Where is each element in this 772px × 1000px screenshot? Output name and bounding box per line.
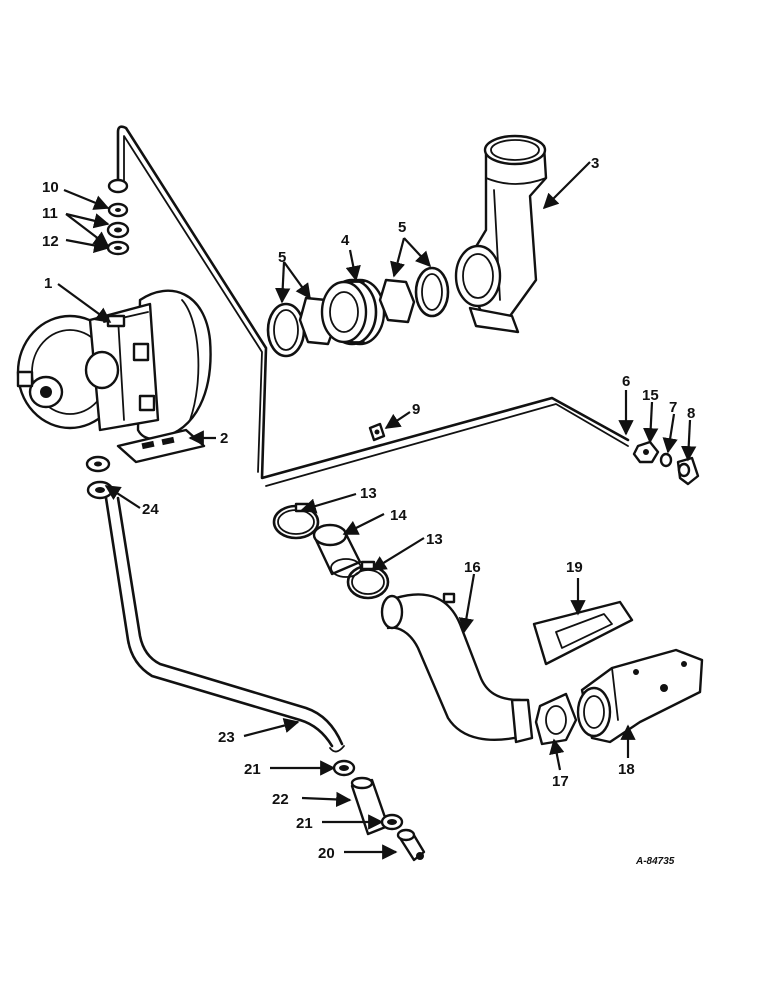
turbine-gasket: [116, 428, 206, 464]
callout-labels: 1 2 3 4 5 5 6 7 8 9 10 11 12 13 13 14 15…: [42, 155, 695, 867]
callout-22: 22: [272, 791, 289, 808]
callout-24: 24: [142, 501, 159, 518]
callout-13-lower: 13: [426, 531, 443, 548]
snap-ring-right: [414, 266, 450, 318]
snap-ring-left: [266, 302, 306, 358]
seal-ring-right: [378, 278, 416, 324]
fitting-elbow: [676, 456, 700, 486]
manifold-adapter: [576, 648, 704, 744]
callout-20: 20: [318, 845, 335, 862]
hose-clamp-13-lower: [346, 560, 390, 600]
callout-4: 4: [341, 232, 350, 249]
intake-tube: [380, 592, 534, 744]
clip-bracket: [368, 422, 386, 442]
callout-5-left: 5: [278, 249, 286, 266]
callout-6: 6: [622, 373, 630, 390]
washer-11: [106, 221, 130, 239]
callout-18: 18: [618, 761, 635, 778]
callout-10: 10: [42, 179, 59, 196]
callout-19: 19: [566, 559, 583, 576]
callout-15: 15: [642, 387, 659, 404]
reference-code: A-84735: [635, 856, 675, 867]
callout-23: 23: [218, 729, 235, 746]
drain-gasket: [85, 455, 111, 473]
manifold-gasket: [534, 692, 578, 746]
elbow-fitting: [396, 828, 426, 862]
sleeve: [320, 278, 386, 346]
callout-11: 11: [42, 205, 58, 222]
callout-2: 2: [220, 430, 228, 447]
callout-8: 8: [687, 405, 695, 422]
callout-21-lower: 21: [296, 815, 313, 832]
washer-12: [106, 240, 130, 256]
callout-1: 1: [44, 275, 52, 292]
cover-gasket: [532, 600, 634, 666]
callout-9: 9: [412, 401, 420, 418]
hose-clamp-lower: [380, 813, 404, 831]
hose-clamp-13-upper: [272, 502, 320, 540]
callout-21-upper: 21: [244, 761, 261, 778]
callout-12: 12: [42, 233, 59, 250]
turbocharger: [16, 289, 212, 440]
leader-lines: [57, 161, 697, 860]
callout-16: 16: [464, 559, 481, 576]
callout-17: 17: [552, 773, 569, 790]
callout-3: 3: [591, 155, 599, 172]
oil-return-tube: [86, 480, 345, 753]
oil-inlet-tube: [107, 125, 630, 487]
fitting-washer: [659, 452, 673, 468]
callout-5-right: 5: [398, 219, 406, 236]
intake-elbow: [454, 134, 548, 334]
connector-sleeve-14: [312, 523, 362, 578]
callout-13-upper: 13: [360, 485, 377, 502]
hose-clamp-upper: [332, 759, 356, 777]
fitting-nut: [632, 440, 660, 464]
washer-10: [107, 202, 129, 218]
callout-7: 7: [669, 399, 677, 416]
callout-14: 14: [390, 507, 407, 524]
